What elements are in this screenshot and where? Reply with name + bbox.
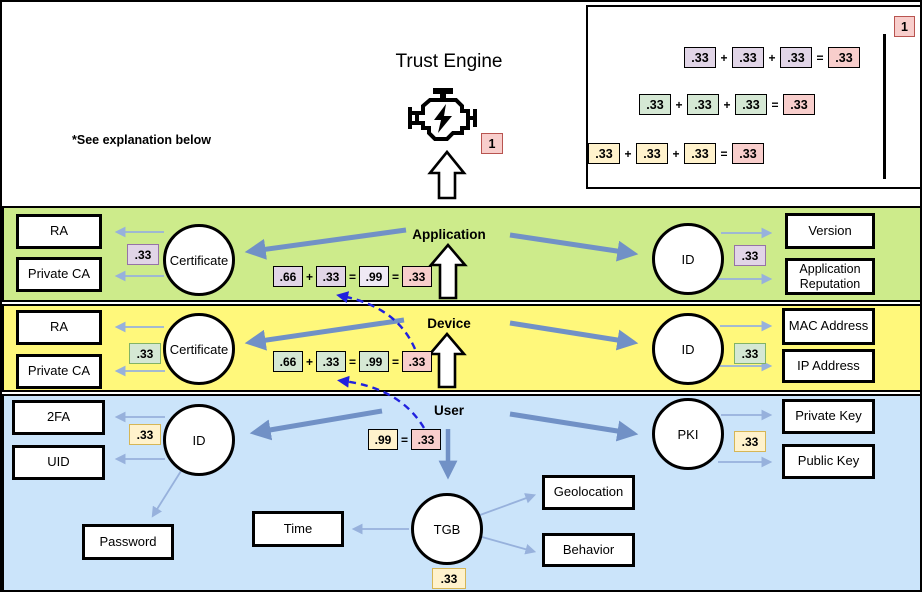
- band-label-device: Device: [427, 316, 471, 331]
- inset-formula-row-device: .33 + .33 + .33 = .33: [639, 94, 815, 115]
- formula-result: .33: [411, 429, 441, 450]
- formula-application: .66 + .33 = .99 = .33: [273, 266, 432, 287]
- inset-formula-row-application: .33 + .33 + .33 = .33: [684, 47, 860, 68]
- formula-term: .99: [359, 351, 389, 372]
- plus-sign: +: [723, 97, 731, 112]
- plus-sign: +: [305, 269, 313, 284]
- behavior-box: Behavior: [542, 533, 635, 567]
- private-ca-box-application: Private CA: [16, 257, 102, 292]
- page-title: Trust Engine: [395, 51, 503, 72]
- id-circle-user: ID: [163, 404, 235, 476]
- score-badge-tgb: .33: [432, 568, 466, 589]
- ra-box-application: RA: [16, 214, 102, 249]
- equals-sign: =: [816, 50, 824, 65]
- formula-term: .99: [359, 266, 389, 287]
- inset-result: .33: [732, 143, 764, 164]
- formula-device: .66 + .33 = .99 = .33: [273, 351, 432, 372]
- inset-term: .33: [636, 143, 668, 164]
- equals-sign: =: [400, 432, 408, 447]
- time-box: Time: [252, 511, 344, 547]
- band-label-user: User: [433, 403, 465, 418]
- ra-box-device: RA: [16, 310, 102, 345]
- score-badge-user-right: .33: [734, 431, 766, 452]
- ip-address-box: IP Address: [782, 349, 875, 383]
- equals-sign: =: [391, 354, 399, 369]
- equals-sign: =: [771, 97, 779, 112]
- id-circle-device: ID: [652, 313, 724, 385]
- inset-term: .33: [639, 94, 671, 115]
- uid-box: UID: [12, 445, 105, 480]
- inset-term: .33: [780, 47, 812, 68]
- plus-sign: +: [675, 97, 683, 112]
- certificate-circle-application: Certificate: [163, 224, 235, 296]
- password-box: Password: [82, 524, 174, 560]
- geolocation-box: Geolocation: [542, 475, 635, 510]
- plus-sign: +: [768, 50, 776, 65]
- certificate-circle-device: Certificate: [163, 313, 235, 385]
- private-ca-box-device: Private CA: [16, 354, 102, 389]
- formula-result: .33: [402, 351, 432, 372]
- inset-term: .33: [687, 94, 719, 115]
- inset-divider-line: [883, 34, 886, 179]
- tgb-circle: TGB: [411, 493, 483, 565]
- inset-result: .33: [783, 94, 815, 115]
- score-badge-application-left: .33: [127, 244, 159, 265]
- inset-term: .33: [732, 47, 764, 68]
- formula-result: .33: [402, 266, 432, 287]
- see-explanation-note: *See explanation below: [72, 133, 211, 147]
- 2fa-box: 2FA: [12, 400, 105, 435]
- equals-sign: =: [348, 354, 356, 369]
- pki-circle: PKI: [652, 398, 724, 470]
- inset-panel: 1 .33 + .33 + .33 = .33 .33 + .33 + .33 …: [586, 5, 920, 189]
- application-reputation-box: Application Reputation: [785, 258, 875, 295]
- formula-term: .33: [316, 351, 346, 372]
- equals-sign: =: [720, 146, 728, 161]
- score-badge-device-left: .33: [129, 343, 161, 364]
- equals-sign: =: [391, 269, 399, 284]
- inset-term: .33: [735, 94, 767, 115]
- inset-badge: 1: [894, 16, 915, 37]
- block-arrow-up-icon-engine: [427, 149, 467, 200]
- plus-sign: +: [305, 354, 313, 369]
- engine-icon: [408, 88, 477, 141]
- inset-term: .33: [684, 47, 716, 68]
- formula-term: .99: [368, 429, 398, 450]
- inset-result: .33: [828, 47, 860, 68]
- plus-sign: +: [720, 50, 728, 65]
- plus-sign: +: [624, 146, 632, 161]
- id-circle-application: ID: [652, 223, 724, 295]
- inset-term: .33: [684, 143, 716, 164]
- formula-user: .99 = .33: [368, 429, 441, 450]
- engine-badge: 1: [481, 133, 503, 154]
- inset-formula-row-user: .33 + .33 + .33 = .33: [588, 143, 764, 164]
- plus-sign: +: [672, 146, 680, 161]
- score-badge-application-right: .33: [734, 245, 766, 266]
- version-box: Version: [785, 213, 875, 249]
- formula-term: .66: [273, 351, 303, 372]
- mac-address-box: MAC Address: [782, 308, 875, 345]
- score-badge-user-left: .33: [129, 424, 161, 445]
- private-key-box: Private Key: [782, 399, 875, 434]
- inset-term: .33: [588, 143, 620, 164]
- band-label-application: Application: [412, 227, 486, 242]
- formula-term: .33: [316, 266, 346, 287]
- public-key-box: Public Key: [782, 444, 875, 479]
- formula-term: .66: [273, 266, 303, 287]
- equals-sign: =: [348, 269, 356, 284]
- score-badge-device-right: .33: [734, 343, 766, 364]
